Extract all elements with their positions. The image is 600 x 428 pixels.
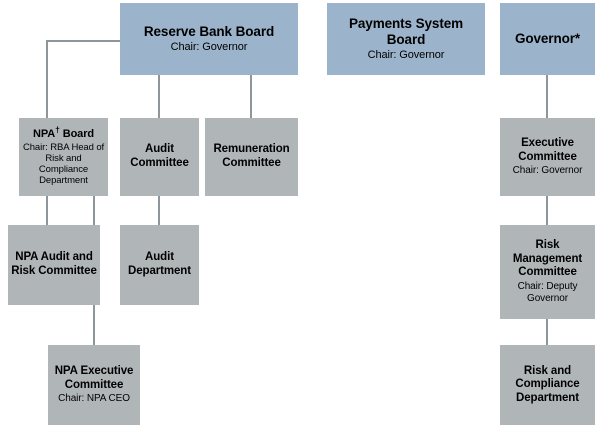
edge-governor-to-executive-committee bbox=[546, 74, 548, 120]
node-subtitle: Chair: Deputy Governor bbox=[517, 281, 578, 304]
node-title: Payments System Board bbox=[348, 15, 464, 47]
node-title: Risk and Compliance Department bbox=[515, 364, 580, 404]
node-title: NPA Audit and Risk Committee bbox=[11, 251, 97, 277]
node-payments-system-board[interactable]: Payments System Board Chair: Governor bbox=[327, 3, 485, 75]
edge-npa-board-to-npa-audit-risk bbox=[46, 196, 48, 226]
edge-risk-management-to-risk-compliance bbox=[546, 319, 548, 346]
node-title: Reserve Bank Board bbox=[143, 23, 275, 39]
node-executive-committee[interactable]: Executive Committee Chair: Governor bbox=[500, 118, 595, 196]
node-remuneration-committee[interactable]: Remuneration Committee bbox=[205, 118, 298, 196]
edge-rbb-to-remuneration-committee bbox=[250, 74, 252, 120]
node-title: NPA Executive Committee bbox=[54, 365, 134, 391]
edge-rbb-to-audit-committee bbox=[158, 74, 160, 120]
node-title: Audit Department bbox=[128, 251, 191, 277]
node-title: Audit Committee bbox=[130, 143, 189, 169]
node-npa-audit-risk-committee[interactable]: NPA Audit and Risk Committee bbox=[8, 225, 100, 305]
npa-label: NPA bbox=[32, 127, 56, 140]
dagger-marker: † bbox=[55, 123, 60, 134]
node-risk-management-committee[interactable]: Risk Management Committee Chair: Deputy … bbox=[500, 225, 595, 319]
node-subtitle: Chair: RBA Head of Risk and Compliance D… bbox=[22, 141, 105, 187]
node-title: NPA† Board bbox=[32, 125, 95, 141]
edge-audit-committee-to-audit-department bbox=[158, 196, 160, 226]
node-title: Governor* bbox=[514, 31, 581, 47]
node-npa-board[interactable]: NPA† Board Chair: RBA Head of Risk and C… bbox=[19, 118, 108, 196]
node-audit-department[interactable]: Audit Department bbox=[120, 225, 199, 305]
edge-rbb-to-npa-board-horizontal bbox=[46, 40, 122, 42]
node-title: Remuneration Committee bbox=[213, 143, 290, 169]
node-subtitle: Chair: NPA CEO bbox=[58, 393, 130, 405]
npa-board-tail: Board bbox=[59, 127, 95, 140]
node-subtitle: Chair: Governor bbox=[170, 41, 248, 54]
edge-rbb-to-npa-board-vertical bbox=[46, 40, 48, 120]
node-subtitle: Chair: Governor bbox=[367, 49, 445, 62]
node-subtitle: Chair: Governor bbox=[512, 165, 583, 177]
node-title: Risk Management Committee bbox=[512, 239, 583, 279]
node-audit-committee[interactable]: Audit Committee bbox=[120, 118, 199, 196]
node-governor[interactable]: Governor* bbox=[500, 3, 595, 75]
node-title: Executive Committee bbox=[518, 137, 577, 163]
edge-executive-to-risk-management bbox=[546, 196, 548, 226]
node-risk-compliance-department[interactable]: Risk and Compliance Department bbox=[500, 345, 595, 425]
node-reserve-bank-board[interactable]: Reserve Bank Board Chair: Governor bbox=[120, 3, 298, 75]
node-npa-executive-committee[interactable]: NPA Executive Committee Chair: NPA CEO bbox=[48, 345, 140, 425]
